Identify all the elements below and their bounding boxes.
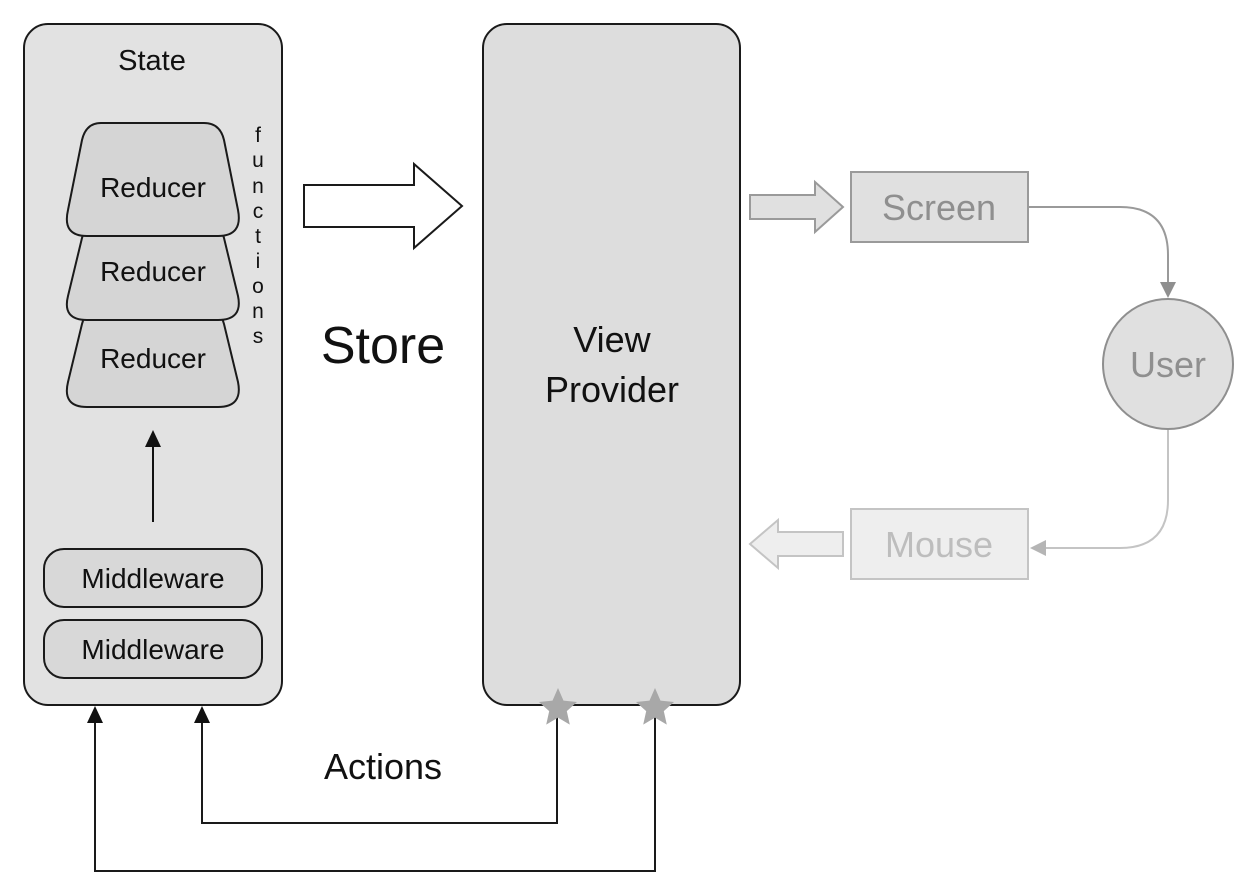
action-source-star-icon (539, 688, 577, 725)
reducer-3-label: Reducer (100, 343, 206, 374)
screen-to-user-arrowhead (1160, 282, 1176, 298)
middleware-2: Middleware (43, 619, 263, 679)
view-provider-line2: Provider (545, 369, 679, 410)
mouse-node: Mouse (850, 508, 1029, 580)
actions-inner-connector (201, 708, 558, 824)
functions-letter: f (255, 124, 261, 147)
user-node: User (1102, 298, 1234, 430)
functions-label: f u n c t i o n s (252, 124, 264, 348)
user-label: User (1130, 344, 1206, 385)
reducer-1-shape (65, 122, 240, 237)
middleware-2-box (43, 619, 263, 679)
middleware-2-label: Middleware (81, 634, 224, 665)
user-circle (1102, 298, 1234, 430)
screen-to-user-connector (1028, 206, 1169, 283)
functions-letter: t (255, 225, 261, 248)
mouse-to-view-arrow (748, 517, 844, 571)
reducer-2-label: Reducer (100, 256, 206, 287)
middleware-1: Middleware (43, 548, 263, 608)
functions-letter: n (252, 300, 264, 323)
state-to-view-arrow (303, 161, 464, 251)
mouse-label: Mouse (885, 524, 993, 565)
middleware-1-label: Middleware (81, 563, 224, 594)
view-provider-box (482, 23, 741, 706)
reducer-1: Reducer (65, 122, 240, 237)
view-provider: View Provider (482, 23, 741, 706)
screen-node: Screen (850, 171, 1029, 243)
functions-letter: n (252, 175, 264, 198)
mouse-box (850, 508, 1029, 580)
functions-letter: s (253, 325, 264, 348)
state-title: State (118, 45, 186, 77)
actions-label: Actions (324, 746, 442, 787)
functions-letter: c (253, 200, 264, 223)
functions-letter: i (256, 250, 261, 273)
action-source-star-icon (636, 688, 674, 725)
reducer-stack: Reducer Reducer Reducer (65, 122, 240, 408)
store-label: Store (321, 317, 445, 375)
user-to-mouse-connector (1045, 430, 1169, 549)
actions-outer-connector (94, 708, 656, 872)
screen-label: Screen (882, 187, 996, 228)
user-to-mouse-arrowhead (1030, 540, 1046, 556)
reducer-2: Reducer (65, 221, 240, 321)
state-panel: State Reducer Reducer Reducer f u n c t … (23, 23, 283, 706)
functions-letter: u (252, 149, 264, 172)
middleware-1-box (43, 548, 263, 608)
reducer-1-label: Reducer (100, 172, 206, 203)
functions-letter: o (252, 275, 264, 298)
middleware-to-reducer-arrowhead (145, 430, 161, 447)
actions-outer-arrowhead (87, 706, 103, 723)
screen-box (850, 171, 1029, 243)
actions-inner-arrowhead (194, 706, 210, 723)
view-provider-line1: View (573, 319, 651, 360)
reducer-3: Reducer (65, 307, 240, 408)
view-to-screen-arrow (749, 179, 845, 235)
